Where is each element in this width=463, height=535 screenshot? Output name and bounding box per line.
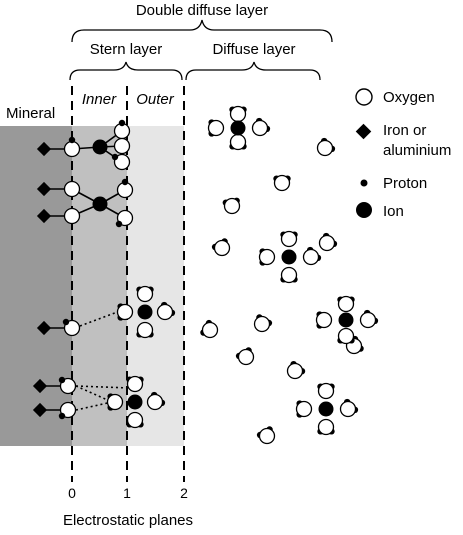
oxygen-atom [229, 133, 247, 151]
oxygen-atom [316, 139, 334, 157]
inner-label: Inner [82, 91, 117, 108]
ion [338, 312, 354, 328]
plane-label-0: 0 [68, 485, 76, 501]
oxygen-atom [339, 400, 357, 418]
outer-label: Outer [136, 91, 175, 108]
ion [92, 196, 108, 212]
oxygen-atom [136, 321, 154, 339]
ion [230, 120, 246, 136]
legend-oxygen-icon [355, 88, 373, 106]
ion [137, 304, 153, 320]
oxygen-atom [258, 248, 276, 266]
oxygen-atom [213, 239, 231, 257]
legend-proton-label: Proton [383, 175, 427, 192]
oxygen-atom [317, 382, 335, 400]
proton [58, 376, 66, 384]
oxygen-atom [237, 348, 255, 366]
legend-oxygen-label: Oxygen [383, 89, 435, 106]
mineral-label: Mineral [6, 105, 55, 122]
legend-ion-icon [356, 202, 372, 218]
oxygen-atom [253, 315, 271, 333]
legend-metal-label-line2: aluminium [383, 142, 451, 159]
oxygen-atom [280, 230, 298, 248]
oxygen-atom [273, 174, 291, 192]
bond-dotted [75, 385, 131, 389]
electrostatic-planes-label: Electrostatic planes [63, 512, 193, 529]
bond-dotted [75, 401, 113, 411]
oxygen-atom [223, 197, 241, 215]
proton [68, 136, 76, 144]
proton [118, 119, 126, 127]
oxygen-atom [113, 153, 131, 171]
oxygen-atom [106, 393, 124, 411]
legend-metal-icon [355, 123, 372, 140]
double-diffuse-layer-label: Double diffuse layer [136, 2, 268, 19]
legend-ion-label: Ion [383, 203, 404, 220]
oxygen-atom [295, 400, 313, 418]
oxygen-atom [146, 393, 164, 411]
oxygen-atom [207, 119, 225, 137]
bond-dotted [75, 385, 113, 403]
oxygen-atom [258, 427, 276, 445]
oxygen-atom [63, 140, 81, 158]
oxygen-atom [63, 207, 81, 225]
legend-proton-icon [360, 179, 368, 187]
bond-dotted [79, 310, 121, 327]
oxygen-atom [63, 180, 81, 198]
metal-atom [32, 378, 48, 394]
oxygen-atom [317, 418, 335, 436]
legend: Oxygen Iron or aluminium Proton Ion [355, 88, 451, 220]
oxygen-atom [280, 266, 298, 284]
oxygen-atom [136, 285, 154, 303]
oxygen-atom [201, 321, 219, 339]
ion [127, 394, 143, 410]
oxygen-atom [302, 248, 320, 266]
oxygen-atom [315, 311, 333, 329]
plane-label-2: 2 [180, 485, 188, 501]
molecules-layer [32, 105, 379, 445]
plane-label-1: 1 [123, 485, 131, 501]
proton [121, 178, 129, 186]
oxygen-atom [286, 362, 304, 380]
inner-layer-zone [72, 126, 127, 446]
oxygen-atom [126, 411, 144, 429]
metal-atom [32, 402, 48, 418]
oxygen-atom [126, 375, 144, 393]
oxygen-atom [318, 234, 336, 252]
diffuse-layer-label: Diffuse layer [212, 41, 295, 58]
ion [281, 249, 297, 265]
oxygen-atom [337, 295, 355, 313]
ion [92, 139, 108, 155]
proton [62, 318, 70, 326]
stern-layer-brace [69, 61, 183, 81]
oxygen-atom [337, 327, 355, 345]
mineral-zone [0, 126, 72, 446]
legend-metal-label-line1: Iron or [383, 122, 426, 139]
oxygen-atom [251, 119, 269, 137]
oxygen-atom [116, 303, 134, 321]
oxygen-atom [229, 105, 247, 123]
proton [115, 220, 123, 228]
oxygen-atom [113, 137, 131, 155]
metal-atom [36, 320, 52, 336]
stern-layer-label: Stern layer [90, 41, 163, 58]
diffuse-layer-brace [185, 61, 321, 81]
proton [58, 412, 66, 420]
oxygen-atom [156, 303, 174, 321]
proton [111, 153, 119, 161]
ion [318, 401, 334, 417]
double-diffuse-layer-brace [71, 19, 333, 43]
oxygen-atom [359, 311, 377, 329]
